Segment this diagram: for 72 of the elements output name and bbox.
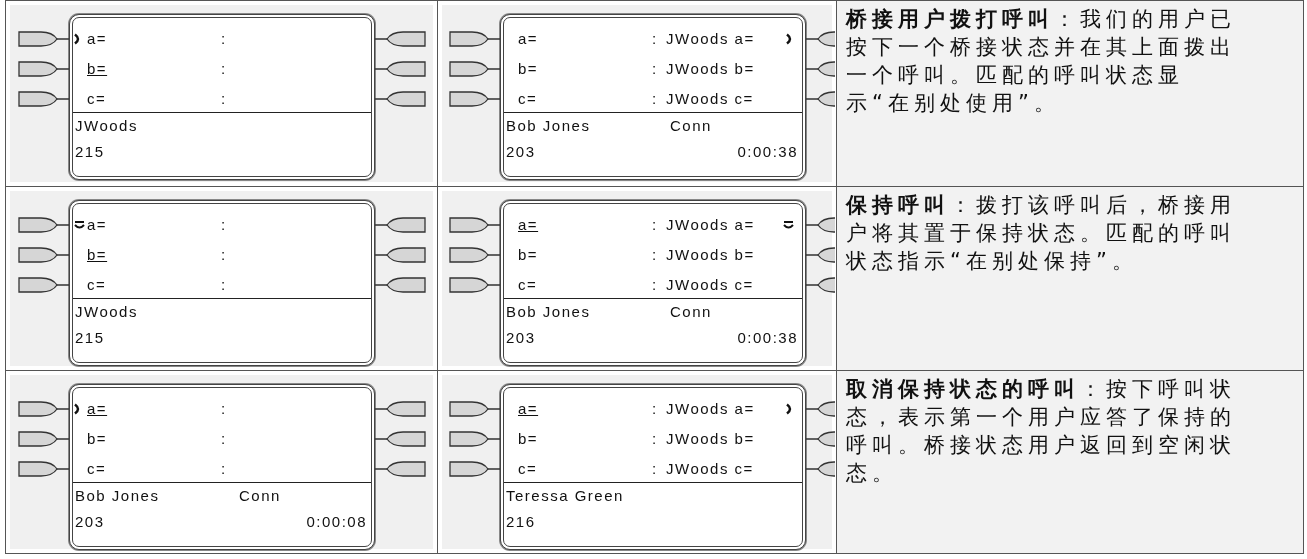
display-text: 203 (506, 142, 536, 162)
display-text: : (221, 399, 227, 419)
display-text: : (652, 399, 658, 419)
display-text: c= (518, 89, 538, 109)
phone-display (69, 384, 375, 550)
display-text: c= (87, 275, 107, 295)
display-text: 215 (75, 328, 105, 348)
display-text: : (652, 89, 658, 109)
display-text: a= (87, 399, 108, 419)
description-text: 取消保持状态的呼叫：按下呼叫状态，表示第一个用户应答了保持的呼叫。桥接状态用户返回到空闲状态。 (846, 376, 1237, 487)
display-text: : (652, 59, 658, 79)
display-text: a= (518, 29, 539, 49)
phone-display (69, 200, 375, 366)
description-text: 保持呼叫：拨打该呼叫后，桥接用户将其置于保持状态。匹配的呼叫状态指示“在别处保持”。 (846, 192, 1237, 275)
display-text: : (652, 429, 658, 449)
display-text: b= (518, 59, 539, 79)
display-text: Conn (670, 302, 712, 322)
phone-display (500, 200, 806, 366)
display-text: JWoods (75, 302, 138, 322)
display-text: : (221, 215, 227, 235)
display-text: c= (87, 89, 107, 109)
display-text: Bob Jones (506, 302, 591, 322)
display-text: JWoods b= (666, 429, 755, 449)
display-text: : (221, 429, 227, 449)
display-text: b= (518, 245, 539, 265)
display-text: Conn (670, 116, 712, 136)
display-text: : (221, 59, 227, 79)
display-text: Bob Jones (506, 116, 591, 136)
display-text: JWoods a= (666, 399, 755, 419)
display-text: c= (87, 459, 107, 479)
display-text: : (221, 29, 227, 49)
display-text: b= (87, 429, 108, 449)
display-text: JWoods (75, 116, 138, 136)
phone-display (500, 384, 806, 550)
display-text: : (221, 89, 227, 109)
display-text: a= (87, 215, 108, 235)
display-text: : (652, 459, 658, 479)
display-text: b= (87, 59, 108, 79)
phone-display (500, 14, 806, 180)
phone-display (69, 14, 375, 180)
display-text: Teressa Green (506, 486, 624, 506)
display-text: JWoods c= (666, 89, 754, 109)
display-text: 0:00:38 (737, 142, 798, 162)
display-text: 0:00:38 (737, 328, 798, 348)
display-text: 216 (506, 512, 536, 532)
display-text: Bob Jones (75, 486, 160, 506)
display-text: b= (87, 245, 108, 265)
display-text: : (652, 245, 658, 265)
display-text: JWoods b= (666, 59, 755, 79)
display-text: a= (87, 29, 108, 49)
display-text: c= (518, 459, 538, 479)
display-text: b= (518, 429, 539, 449)
display-text: : (652, 275, 658, 295)
display-text: : (652, 29, 658, 49)
display-text: 203 (506, 328, 536, 348)
display-text: JWoods a= (666, 29, 755, 49)
description-text: 桥接用户拨打呼叫：我们的用户已按下一个桥接状态并在其上面拨出一个呼叫。匹配的呼叫状态显示“在别处使用”。 (846, 6, 1237, 117)
display-text: Conn (239, 486, 281, 506)
display-text: 215 (75, 142, 105, 162)
display-text: : (221, 275, 227, 295)
display-text: JWoods c= (666, 275, 754, 295)
display-text: a= (518, 399, 539, 419)
display-text: 203 (75, 512, 105, 532)
display-text: : (221, 245, 227, 265)
display-text: JWoods c= (666, 459, 754, 479)
display-text: a= (518, 215, 539, 235)
display-text: : (221, 459, 227, 479)
display-text: JWoods a= (666, 215, 755, 235)
display-text: : (652, 215, 658, 235)
display-text: 0:00:08 (306, 512, 367, 532)
display-text: JWoods b= (666, 245, 755, 265)
display-text: c= (518, 275, 538, 295)
